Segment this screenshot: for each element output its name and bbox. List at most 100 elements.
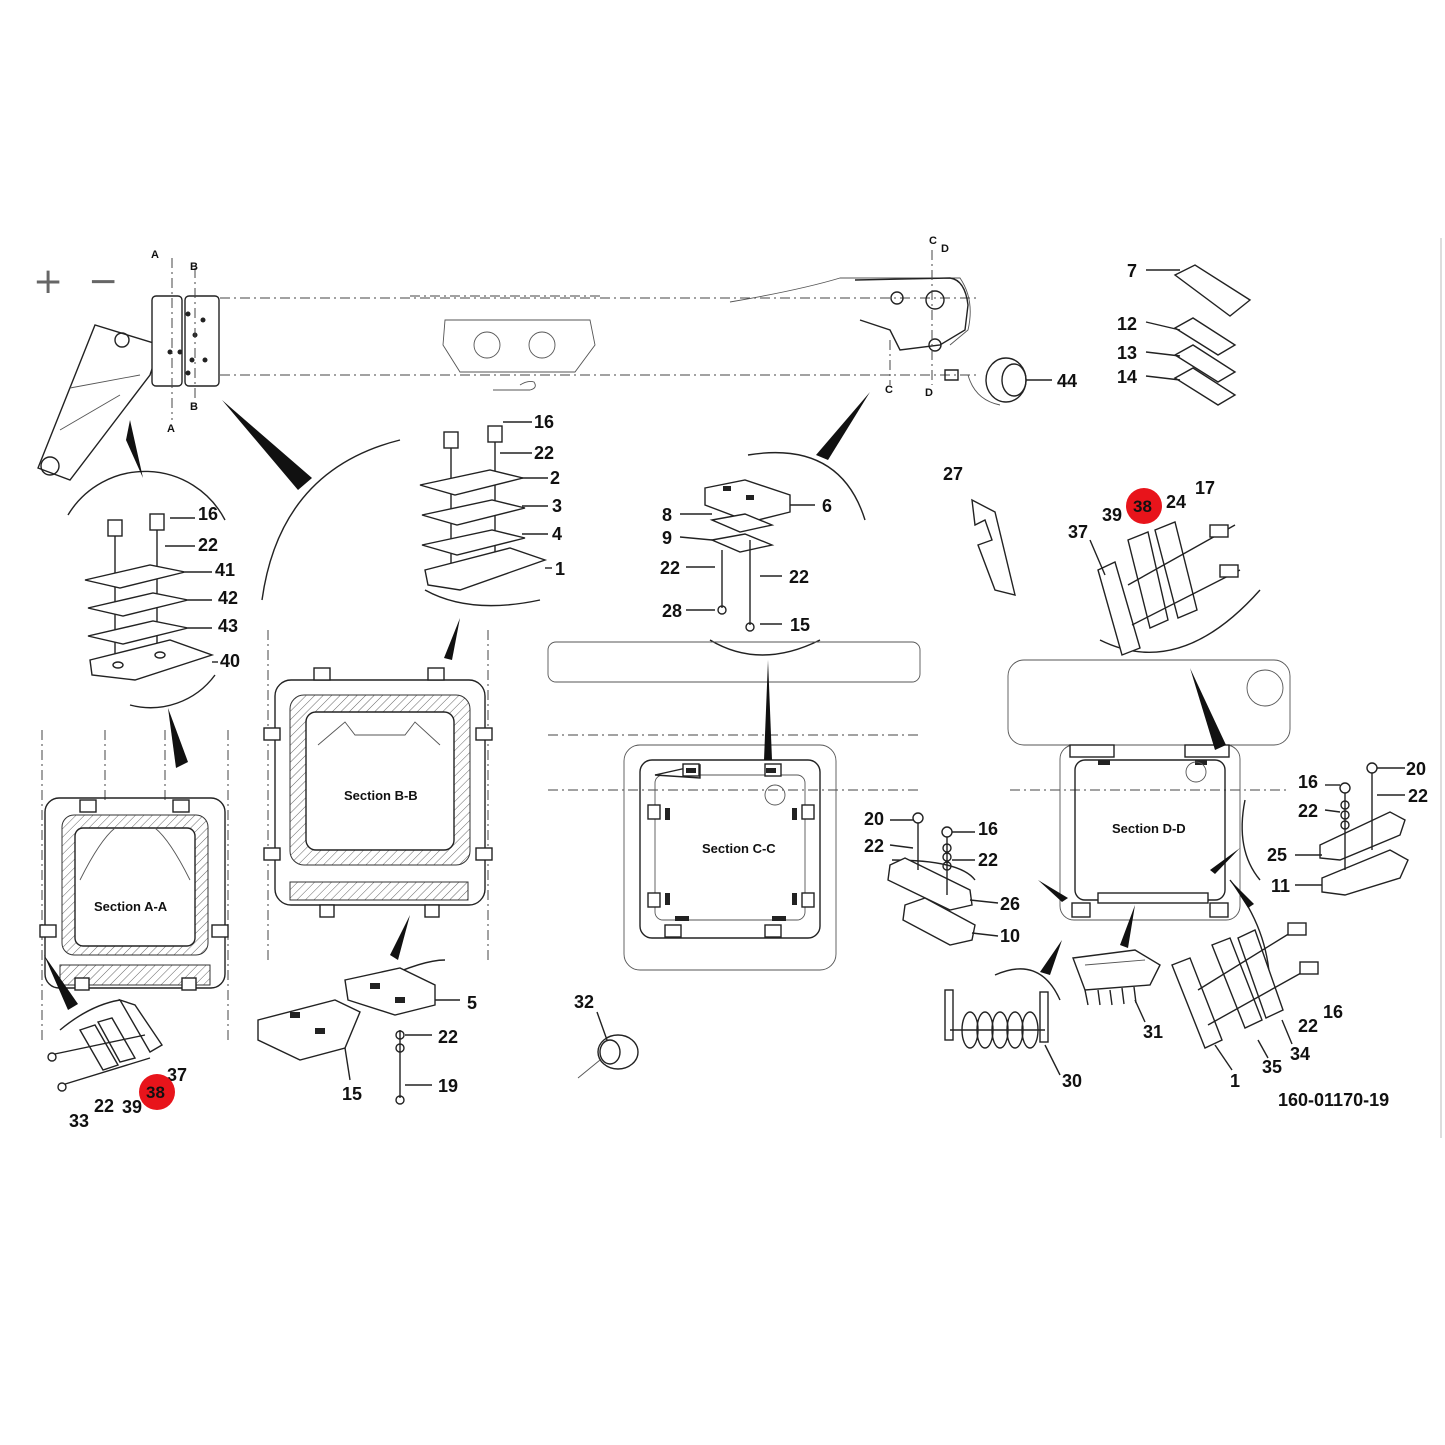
- callout-39: 39: [1102, 505, 1122, 525]
- callout-42: 42: [218, 588, 238, 608]
- section-markers: A A B B C C D D: [151, 235, 949, 435]
- svg-text:B: B: [190, 261, 198, 273]
- section-c-c-view: Section C-C: [547, 641, 921, 971]
- callout-20: 20: [864, 809, 884, 829]
- callout-43: 43: [218, 616, 238, 636]
- callout-22: 22: [94, 1096, 114, 1116]
- callout-15: 15: [342, 1084, 362, 1104]
- section-a-label: Section A-A: [94, 899, 168, 914]
- callout-15: 15: [790, 615, 810, 635]
- callout-5: 5: [467, 993, 477, 1013]
- callout-22: 22: [438, 1027, 458, 1047]
- callout-16: 16: [978, 819, 998, 839]
- section-b-label: Section B-B: [344, 788, 418, 803]
- callout-35: 35: [1262, 1057, 1282, 1077]
- callout-11: 11: [1271, 876, 1290, 896]
- exploded-group-section-d: [1089, 521, 1261, 656]
- callout-40: 40: [220, 651, 240, 671]
- callout-16: 16: [534, 412, 554, 432]
- exploded-group-a-detail: [47, 998, 163, 1092]
- callout-6: 6: [822, 496, 832, 516]
- callout-28: 28: [662, 601, 682, 621]
- section-d-label: Section D-D: [1112, 821, 1186, 836]
- callout-10: 10: [1000, 926, 1020, 946]
- callout-24: 24: [1166, 492, 1186, 512]
- callout-22: 22: [789, 567, 809, 587]
- exploded-group-section-b: [261, 421, 552, 607]
- callout-22: 22: [864, 836, 884, 856]
- callout-22: 22: [660, 558, 680, 578]
- callout-19: 19: [438, 1076, 458, 1096]
- svg-text:D: D: [941, 243, 949, 255]
- part-27-shim[interactable]: [971, 498, 1016, 596]
- callout-25: 25: [1267, 845, 1287, 865]
- callout-32: 32: [574, 992, 594, 1012]
- callout-8: 8: [662, 505, 672, 525]
- section-a-a-view: Section A-A: [39, 730, 229, 1040]
- callout-30: 30: [1062, 1071, 1082, 1091]
- part-32-bushing[interactable]: [577, 1011, 639, 1079]
- callout-22: 22: [198, 535, 218, 555]
- callout-16: 16: [1298, 772, 1318, 792]
- callout-4: 4: [552, 524, 562, 544]
- callout-39: 39: [122, 1097, 142, 1117]
- callout-22: 22: [1298, 801, 1318, 821]
- callout-37: 37: [1068, 522, 1088, 542]
- callout-20: 20: [1406, 759, 1426, 779]
- section-b-b-view: Section B-B: [263, 630, 493, 960]
- svg-text:C: C: [885, 384, 893, 396]
- callout-37: 37: [167, 1065, 187, 1085]
- callout-9: 9: [662, 528, 672, 548]
- hotspot-38-top[interactable]: 38: [1126, 488, 1162, 524]
- zoom-in-button[interactable]: +: [33, 261, 63, 302]
- callout-14: 14: [1117, 367, 1137, 387]
- svg-text:D: D: [925, 387, 933, 399]
- callout-27: 27: [943, 464, 963, 484]
- svg-text:A: A: [151, 249, 159, 261]
- hotspot-38-bottom[interactable]: 38: [139, 1074, 175, 1110]
- parts-25-11-plates: [1241, 762, 1409, 896]
- callout-13: 13: [1117, 343, 1137, 363]
- callout-34: 34: [1290, 1044, 1310, 1064]
- exploded-group-d-lower: [1171, 879, 1319, 1071]
- hotspot-38-label: 38: [1133, 497, 1152, 516]
- callout-26: 26: [1000, 894, 1020, 914]
- drawing-number: 160-01170-19: [1278, 1090, 1389, 1110]
- svg-text:A: A: [167, 423, 175, 435]
- exploded-group-section-c: [679, 451, 866, 656]
- callout-22: 22: [978, 850, 998, 870]
- callout-17: 17: [1195, 478, 1215, 498]
- callout-31: 31: [1143, 1022, 1163, 1042]
- svg-text:C: C: [929, 235, 937, 247]
- callout-16: 16: [198, 504, 218, 524]
- section-c-label: Section C-C: [702, 841, 776, 856]
- callout-2: 2: [550, 468, 560, 488]
- callout-labels: 7 12 13 14 44 16 22 2 3 4 1 16 22 41 42 …: [69, 261, 1428, 1131]
- section-d-d-view: Section D-D: [1007, 659, 1291, 921]
- callout-22: 22: [1408, 786, 1428, 806]
- callout-22: 22: [1298, 1016, 1318, 1036]
- callout-16: 16: [1323, 1002, 1343, 1022]
- callout-33: 33: [69, 1111, 89, 1131]
- part-31-brush[interactable]: [1072, 949, 1161, 1023]
- callout-7: 7: [1127, 261, 1137, 281]
- part-44-bushing[interactable]: [967, 357, 1027, 406]
- callout-3: 3: [552, 496, 562, 516]
- callout-41: 41: [215, 560, 235, 580]
- callout-1: 1: [555, 559, 565, 579]
- parts-5-15-plates: [257, 959, 460, 1105]
- callout-44: 44: [1057, 371, 1077, 391]
- callout-22: 22: [534, 443, 554, 463]
- zoom-out-button[interactable]: −: [88, 261, 118, 302]
- exploded-group-section-a: [67, 470, 226, 709]
- boom-assembly: [37, 250, 1027, 481]
- svg-text:B: B: [190, 401, 198, 413]
- hotspot-38-label: 38: [146, 1083, 165, 1102]
- callout-1: 1: [1230, 1071, 1240, 1091]
- callout-12: 12: [1117, 314, 1137, 334]
- shim-set-top-right: [1145, 264, 1252, 406]
- parts-26-10-plates: [887, 812, 999, 946]
- part-30-spring-assembly[interactable]: [944, 968, 1061, 1076]
- view-pointers: [44, 392, 1254, 1010]
